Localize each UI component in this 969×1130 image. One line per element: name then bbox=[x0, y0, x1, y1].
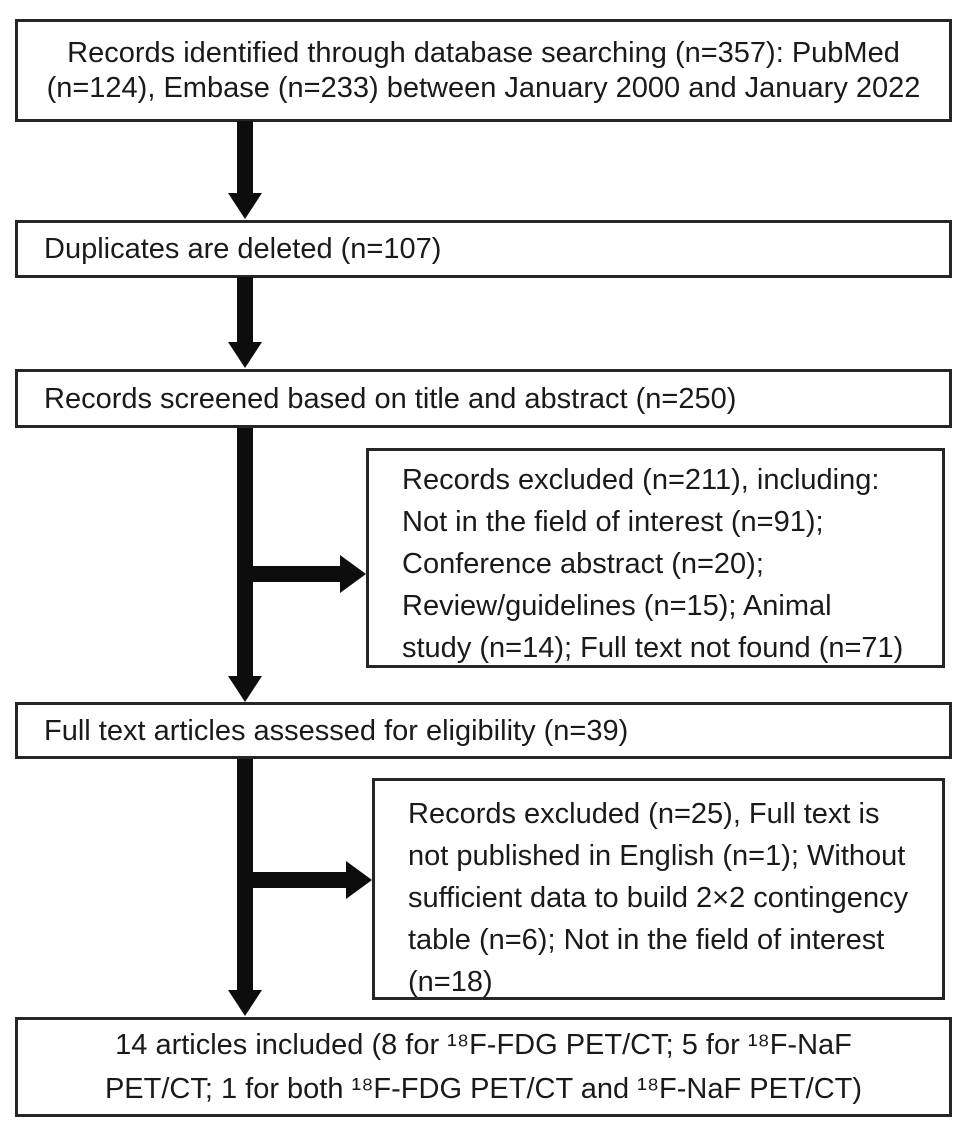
box-text-line: Full text articles assessed for eligibil… bbox=[44, 714, 629, 747]
box-duplicates-deleted: Duplicates are deleted (n=107) bbox=[15, 220, 952, 278]
arrow-screened-to-fulltext-shaft bbox=[237, 428, 253, 676]
box-text-line: Records excluded (n=25), Full text is bbox=[408, 798, 880, 830]
arrow-duplicates-to-screened-shaft bbox=[237, 277, 253, 342]
box-articles-included: 14 articles included (8 for ¹⁸F-FDG PET/… bbox=[15, 1017, 952, 1117]
box-text-line: Conference abstract (n=20); bbox=[402, 548, 764, 580]
arrow-fulltext-to-included-head-icon bbox=[228, 990, 262, 1016]
box-text-line: sufficient data to build 2×2 contingency bbox=[408, 882, 909, 914]
arrow-branch-excluded-screening-shaft bbox=[246, 566, 340, 582]
box-text-line: Records identified through database sear… bbox=[67, 36, 900, 69]
box-text-line: Not in the field of interest (n=91); bbox=[402, 506, 824, 538]
box-text-line: Duplicates are deleted (n=107) bbox=[44, 233, 442, 265]
box-text-line: Review/guidelines (n=15); Animal bbox=[402, 590, 832, 622]
box-records-identified: Records identified through database sear… bbox=[15, 19, 952, 122]
arrow-branch-excluded-eligibility-shaft bbox=[246, 872, 346, 888]
box-records-screened: Records screened based on title and abst… bbox=[15, 369, 952, 428]
box-records-excluded-screening: Records excluded (n=211), including: Not… bbox=[366, 448, 945, 668]
box-text-line: Records screened based on title and abst… bbox=[44, 382, 737, 415]
arrow-branch-excluded-eligibility-head-icon bbox=[346, 861, 372, 899]
box-text-line: study (n=14); Full text not found (n=71) bbox=[402, 632, 904, 664]
arrow-screened-to-fulltext-head-icon bbox=[228, 676, 262, 702]
box-text-line: PET/CT; 1 for both ¹⁸F-FDG PET/CT and ¹⁸… bbox=[104, 1073, 863, 1105]
arrow-duplicates-to-screened-head-icon bbox=[228, 342, 262, 368]
arrow-fulltext-to-included-shaft bbox=[237, 759, 253, 990]
box-text-line: (n=124), Embase (n=233) between January … bbox=[46, 71, 921, 104]
box-fulltext-assessed: Full text articles assessed for eligibil… bbox=[15, 702, 952, 759]
box-text-line: (n=18) bbox=[408, 966, 493, 998]
box-text-line: table (n=6); Not in the field of interes… bbox=[408, 924, 885, 956]
arrow-identified-to-duplicates-head-icon bbox=[228, 193, 262, 219]
box-text-line: not published in English (n=1); Without bbox=[408, 840, 906, 872]
arrow-branch-excluded-screening-head-icon bbox=[340, 555, 366, 593]
box-text-line: Records excluded (n=211), including: bbox=[402, 464, 880, 496]
box-records-excluded-eligibility: Records excluded (n=25), Full text is no… bbox=[372, 778, 945, 1000]
box-text-line: 14 articles included (8 for ¹⁸F-FDG PET/… bbox=[115, 1029, 852, 1061]
arrow-identified-to-duplicates-shaft bbox=[237, 121, 253, 193]
